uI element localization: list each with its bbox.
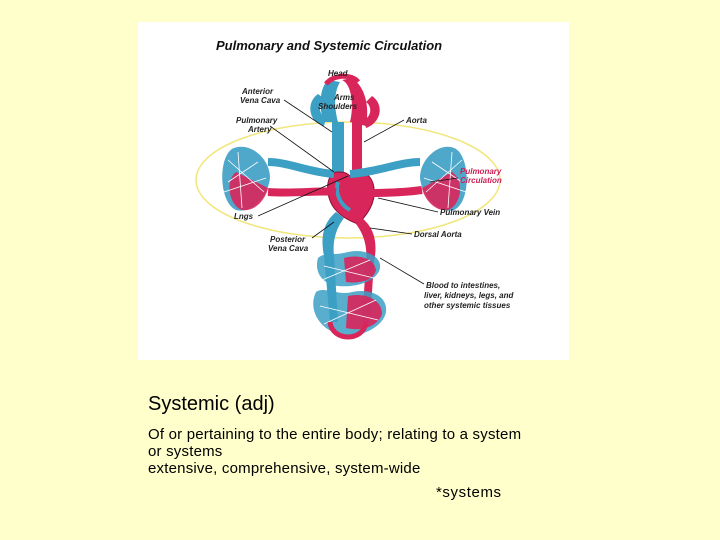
label-blood-2: liver, kidneys, legs, and — [424, 291, 514, 300]
pulmonary-artery-right — [349, 158, 421, 178]
definition-line: Of or pertaining to the entire body; rel… — [148, 426, 522, 443]
circulation-svg: Pulmonary and Systemic Circulation — [195, 38, 514, 340]
leader-lines — [257, 99, 459, 285]
pulmonary-circulation-ring — [195, 121, 501, 239]
pulmonary-vein-left — [267, 187, 337, 197]
label-arms: Arms — [333, 93, 355, 102]
diagram-title: Pulmonary and Systemic Circulation — [216, 38, 442, 53]
arms-artery — [364, 96, 380, 128]
aorta-vessel — [352, 122, 362, 184]
label-blood-3: other systemic tissues — [424, 301, 511, 310]
label-pulmonary: Pulmonary — [236, 116, 278, 125]
systemic-capillary-beds — [313, 250, 387, 340]
definition-line: or systems — [148, 443, 223, 460]
label-posterior-vena: Vena Cava — [268, 244, 309, 253]
label-pulmonary-circ-1: Pulmonary — [460, 167, 502, 176]
heart — [327, 171, 375, 225]
label-anterior: Anterior — [241, 87, 274, 96]
pulmonary-artery-left — [267, 158, 335, 178]
definition-block: Of or pertaining to the entire body; rel… — [148, 426, 568, 477]
heart-right-chamber — [335, 181, 352, 212]
label-vena-cava: Vena Cava — [240, 96, 281, 105]
label-pulmonary-circ-2: Circulation — [460, 176, 502, 185]
label-head: Head — [328, 69, 349, 78]
pulmonary-vein-right — [359, 186, 423, 198]
source-note: *systems — [436, 484, 502, 501]
right-lung — [420, 146, 467, 211]
definition-line: extensive, comprehensive, system-wide — [148, 460, 421, 477]
label-lungs: Lngs — [234, 212, 254, 221]
head-artery-loop — [342, 78, 368, 126]
label-shoulders: Shoulders — [318, 102, 358, 111]
label-pulmonary-vein: Pulmonary Vein — [440, 208, 500, 217]
circulation-diagram: Pulmonary and Systemic Circulation — [138, 22, 569, 360]
head-vein-loop — [320, 80, 340, 122]
anterior-vena-cava — [332, 122, 344, 182]
label-posterior: Posterior — [270, 235, 306, 244]
left-lung — [222, 146, 270, 211]
term-heading: Systemic (adj) — [148, 393, 275, 415]
arms-vein — [310, 94, 326, 126]
label-blood-1: Blood to intestines, — [426, 281, 500, 290]
label-aorta: Aorta — [405, 116, 427, 125]
label-dorsal-aorta: Dorsal Aorta — [414, 230, 462, 239]
label-artery: Artery — [247, 125, 272, 134]
head-capillary — [324, 73, 360, 86]
